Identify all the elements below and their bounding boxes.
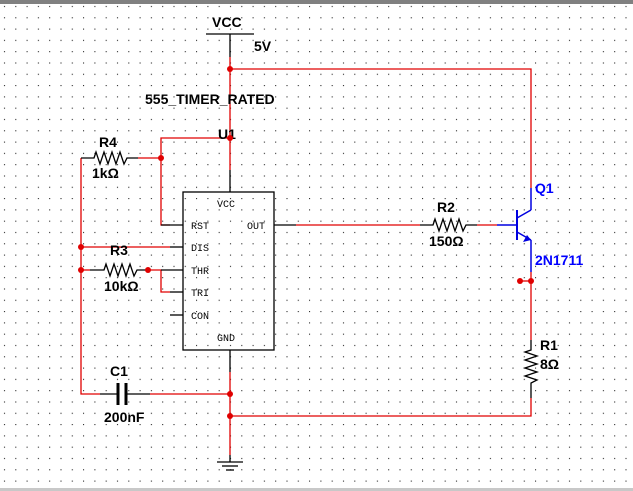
r2-value: 150Ω (429, 233, 464, 249)
junction-r4-rst (158, 155, 164, 161)
r1-value: 8Ω (540, 356, 559, 372)
collector-leg (516, 209, 532, 219)
vcc-label: VCC (212, 14, 242, 30)
transistor-q1[interactable]: Q1 2N1711 (497, 180, 583, 272)
c1-ref: C1 (110, 363, 128, 379)
q1-model: 2N1711 (535, 252, 583, 268)
junction-c1-gnd (227, 391, 233, 397)
resistor-r1[interactable]: R1 8Ω (522, 337, 559, 398)
pin-out: OUT (247, 222, 265, 233)
r4-ref: R4 (99, 134, 117, 150)
r2-ref: R2 (437, 199, 455, 215)
pin-dis: DIS (191, 244, 209, 255)
wire-r1-gnd (230, 398, 532, 417)
window-bottom-border (0, 488, 633, 491)
junction-r3 (78, 267, 84, 273)
wire-r3-thr-tri (148, 269, 170, 293)
grid-dots (0, 4, 633, 488)
junction-emitter-stub (517, 278, 523, 284)
pin-gnd: GND (217, 334, 235, 345)
pin-vcc: VCC (217, 200, 235, 211)
junction-emitter (528, 278, 534, 284)
ic-model-label: 555_TIMER_RATED (145, 91, 275, 107)
wire-vcc-collector (230, 68, 532, 188)
r3-value: 10kΩ (104, 278, 139, 294)
pin-rst: RST (191, 222, 209, 233)
junction-r1-gnd (227, 413, 233, 419)
resistor-r3[interactable]: R3 10kΩ (90, 242, 148, 294)
c1-value: 200nF (104, 409, 145, 425)
component-leads (161, 170, 296, 372)
resistor-r4[interactable]: R4 1kΩ (81, 134, 138, 181)
r4-value: 1kΩ (92, 165, 119, 181)
r3-ref: R3 (110, 242, 128, 258)
junction-vcc (227, 66, 233, 72)
emitter-arrow-icon (523, 235, 531, 242)
r1-ref: R1 (540, 337, 558, 353)
wire-r4-vcc (160, 137, 230, 158)
wire-left-rail (80, 158, 100, 395)
pin-con: CON (191, 312, 209, 323)
junctions (78, 66, 534, 419)
ic-ref-label: U1 (218, 126, 236, 142)
q1-ref: Q1 (535, 180, 554, 196)
resistor-r2[interactable]: R2 150Ω (420, 199, 477, 249)
vcc-value: 5V (254, 38, 272, 54)
vcc-source[interactable]: VCC 5V (206, 14, 272, 57)
pin-thr: THR (191, 267, 209, 278)
ground-icon[interactable] (217, 455, 243, 471)
junction-thr-tri (145, 267, 151, 273)
junction-dis (78, 244, 84, 250)
pin-tri: TRI (191, 289, 209, 300)
ic-body (182, 191, 275, 351)
window-top-border (0, 0, 633, 4)
capacitor-c1[interactable]: C1 200nF (100, 363, 150, 425)
junction-u1-vcc (227, 135, 233, 141)
